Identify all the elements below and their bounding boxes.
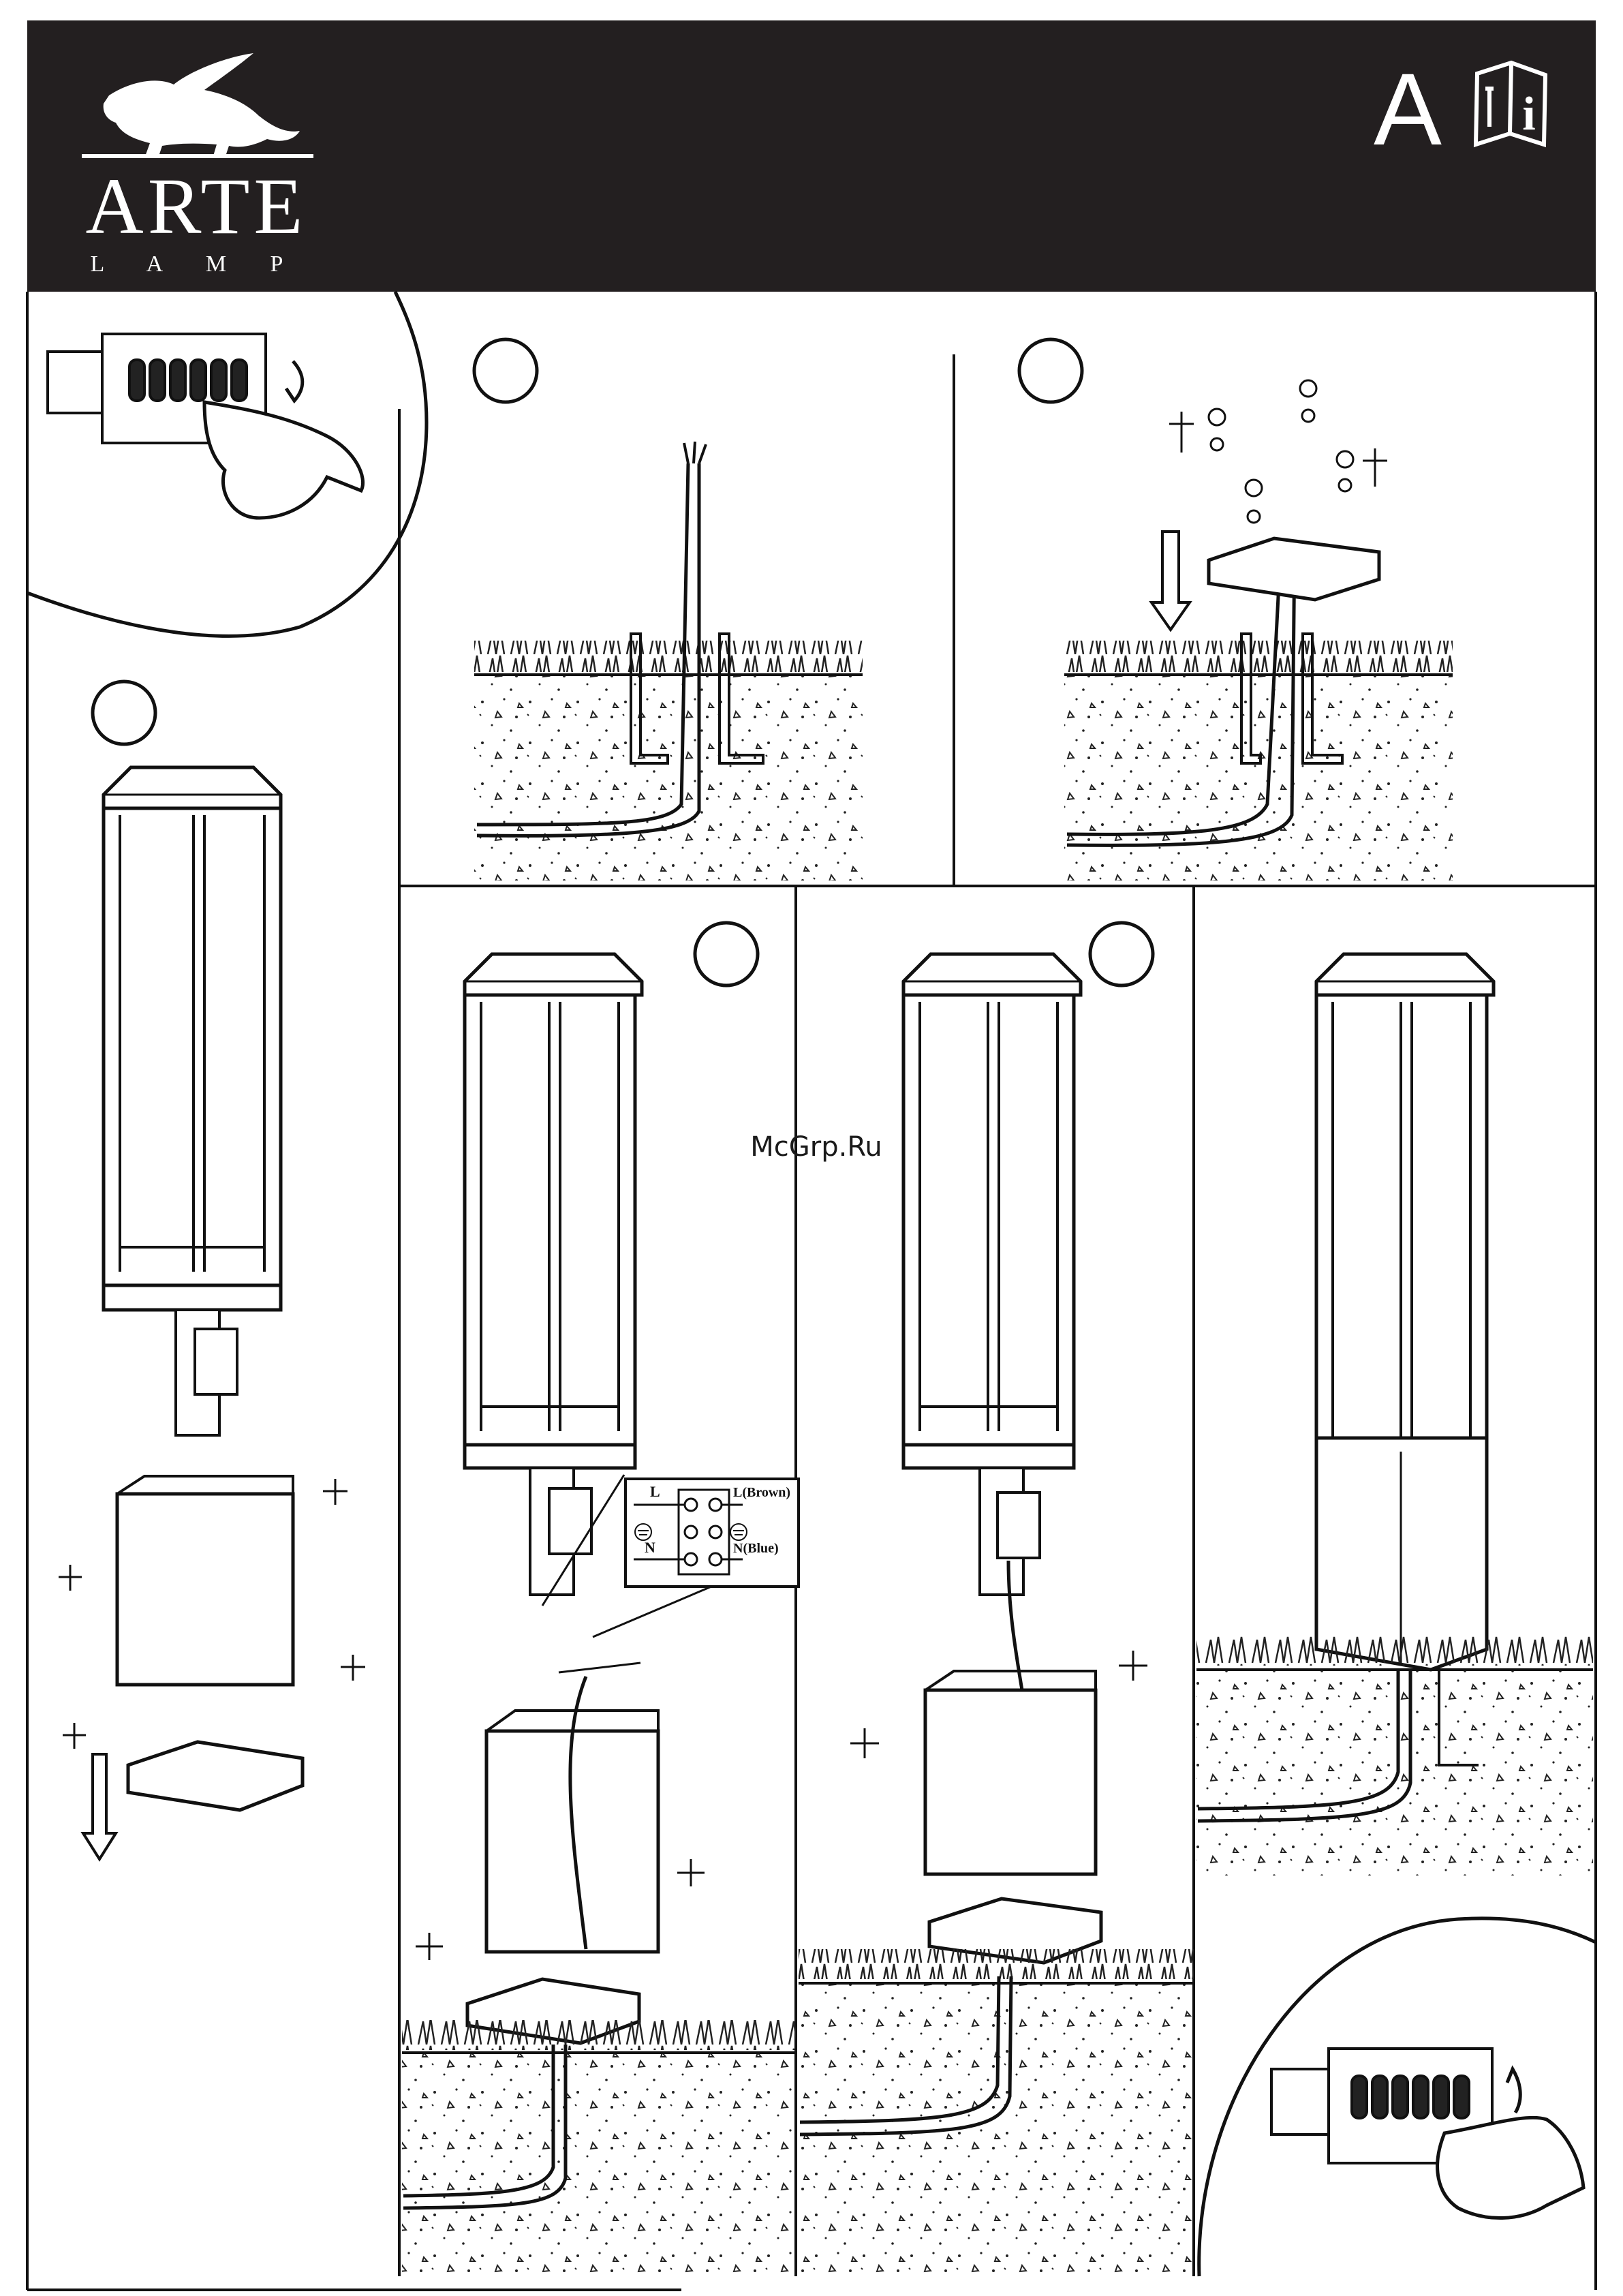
terminal-block-close-icon bbox=[1199, 1918, 1596, 2276]
step-circle-3 bbox=[93, 682, 155, 744]
wire-label-blue: N(Blue) bbox=[733, 1541, 779, 1556]
wire-label-brown: L(Brown) bbox=[733, 1485, 790, 1500]
terminal-block-open-icon bbox=[27, 292, 427, 636]
step-circle-5 bbox=[1090, 923, 1153, 985]
down-arrow-icon bbox=[83, 1754, 116, 1859]
svg-text:i: i bbox=[1522, 88, 1535, 140]
nut-icon bbox=[1209, 380, 1353, 523]
screw-icon bbox=[1169, 412, 1387, 487]
step-circle-1 bbox=[474, 339, 537, 402]
section-letter: A bbox=[1374, 52, 1442, 166]
step-3-lamp-disassembly bbox=[59, 767, 365, 1859]
down-arrow-icon bbox=[1151, 532, 1190, 630]
step-2-mount-base bbox=[1064, 380, 1453, 881]
step-1-cable-ground bbox=[474, 442, 863, 881]
step-4-wiring: L N L(Brown) N(Blue) bbox=[402, 954, 799, 2276]
brand-subtitle: L A M P bbox=[91, 251, 303, 277]
watermark: McGrp.Ru bbox=[750, 1131, 882, 1163]
step-circle-2 bbox=[1019, 339, 1082, 402]
step-6-finished-lamp bbox=[1196, 954, 1593, 1876]
brand-name: ARTE bbox=[86, 162, 307, 251]
wire-label-live: L bbox=[650, 1483, 660, 1500]
step-circle-4 bbox=[695, 923, 758, 985]
wire-label-neutral: N bbox=[645, 1539, 655, 1556]
